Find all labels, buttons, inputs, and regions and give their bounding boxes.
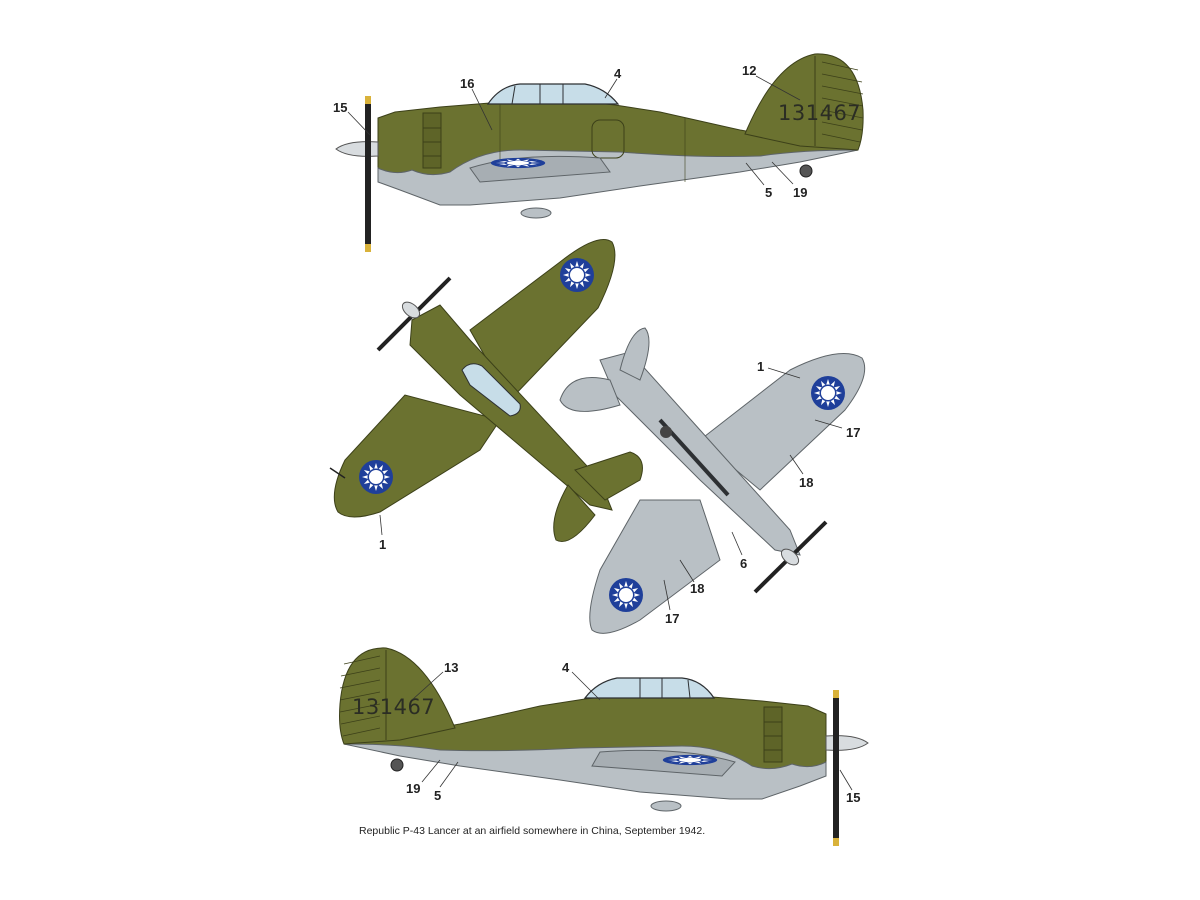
- side-view-right: 131467 13 4 19 5 15: [339, 647, 869, 846]
- lower-callout-17a: 17: [846, 425, 860, 440]
- tail-wheel: [799, 164, 813, 178]
- upper-roundel-right: [560, 258, 594, 292]
- canopy: [486, 83, 620, 105]
- wing-roundel-2: [662, 754, 718, 766]
- lower-callout-17b: 17: [665, 611, 679, 626]
- wing-roundel: [490, 157, 546, 169]
- callout-12: 12: [742, 63, 756, 78]
- side-view-left: 131467 16 4 12 15 5 19: [333, 53, 864, 252]
- lower-callout-18a: 18: [799, 475, 813, 490]
- cowl-flaps: [422, 112, 442, 169]
- lower-callout-18b: 18: [690, 581, 704, 596]
- lower-callout-1: 1: [757, 359, 764, 374]
- canopy-2: [583, 677, 716, 699]
- spinner: [335, 141, 379, 157]
- upper-wing-left: [333, 394, 501, 518]
- callout-19-b: 19: [406, 781, 420, 796]
- callout-4-b: 4: [562, 660, 570, 675]
- callout-5-b: 5: [434, 788, 441, 803]
- vertical-fin-2: [339, 647, 456, 745]
- tail-serial: 131467: [778, 101, 861, 125]
- plan-view-upper: 1: [329, 239, 643, 552]
- cowl-flaps-2: [763, 706, 783, 763]
- tail-wheel-2: [390, 758, 404, 772]
- upper-tailplane-right: [574, 451, 643, 501]
- propeller-2: [833, 690, 839, 846]
- upper-canopy: [461, 363, 521, 417]
- upper-callout-1: 1: [379, 537, 386, 552]
- callout-16: 16: [460, 76, 474, 91]
- callout-4: 4: [614, 66, 622, 81]
- lower-roundel-right: [811, 376, 845, 410]
- callout-15-b: 15: [846, 790, 860, 805]
- plan-view-lower: 1 17 18 6 18 17: [559, 327, 866, 634]
- lower-callout-6: 6: [740, 556, 747, 571]
- lower-roundel-left: [609, 578, 643, 612]
- callout-19: 19: [793, 185, 807, 200]
- lower-tailplane-right: [619, 327, 650, 381]
- lower-wing-left: [589, 499, 721, 634]
- spinner-2: [825, 735, 869, 751]
- upper-roundel-left: [359, 460, 393, 494]
- callout-15: 15: [333, 100, 347, 115]
- lower-tailplane-left: [559, 377, 621, 412]
- callout-5: 5: [765, 185, 772, 200]
- propeller: [365, 96, 371, 252]
- tail-serial-2: 131467: [352, 695, 435, 719]
- figure-caption: Republic P-43 Lancer at an airfield some…: [359, 825, 706, 837]
- drop-tank-2: [650, 800, 682, 812]
- lower-fuselage: [599, 351, 801, 556]
- callout-13: 13: [444, 660, 458, 675]
- drop-tank: [520, 207, 552, 219]
- vertical-fin: [744, 53, 864, 151]
- upper-tailplane-left: [553, 484, 596, 542]
